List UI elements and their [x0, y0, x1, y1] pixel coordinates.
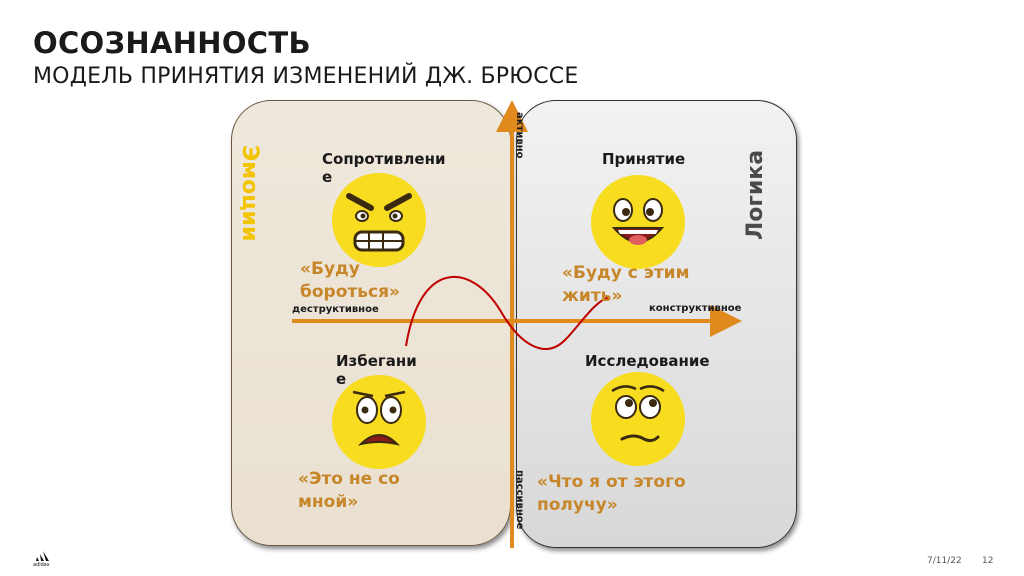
quote-resistance: «Буду бороться» [300, 259, 400, 302]
axis-label-passive: пассивное [514, 470, 525, 530]
label-resistance: Сопротивление [322, 150, 446, 186]
adidas-logo-icon: adidas [33, 551, 50, 567]
axis-label-active: активно [514, 112, 525, 159]
label-avoidance: Избегание [336, 352, 417, 388]
quote-avoidance: «Это не со мной» [298, 469, 400, 512]
label-acceptance: Принятие [602, 150, 686, 168]
emotions-label: Эмоции [237, 145, 262, 242]
change-curve [405, 275, 611, 350]
scared-face-icon [332, 375, 426, 469]
axis-label-destructive: деструктивное [292, 304, 379, 315]
logic-panel [516, 100, 797, 548]
svg-text:adidas: adidas [33, 562, 50, 567]
slide-title: ОСОЗНАННОСТЬ [33, 26, 311, 60]
slide-subtitle: МОДЕЛЬ ПРИНЯТИЯ ИЗМЕНЕНИЙ ДЖ. БРЮССЕ [33, 64, 579, 89]
axis-label-constructive: конструктивное [649, 303, 742, 314]
laughing-face-icon [591, 175, 685, 269]
quote-exploration: «Что я от этого получу» [537, 472, 686, 515]
angry-face-icon [332, 173, 426, 267]
footer-date: 7/11/22 [927, 556, 962, 566]
page-number: 12 [982, 556, 994, 566]
quote-acceptance: «Буду с этим жить» [562, 263, 690, 306]
thinking-face-icon [591, 372, 685, 466]
label-exploration: Исследование [585, 352, 710, 370]
